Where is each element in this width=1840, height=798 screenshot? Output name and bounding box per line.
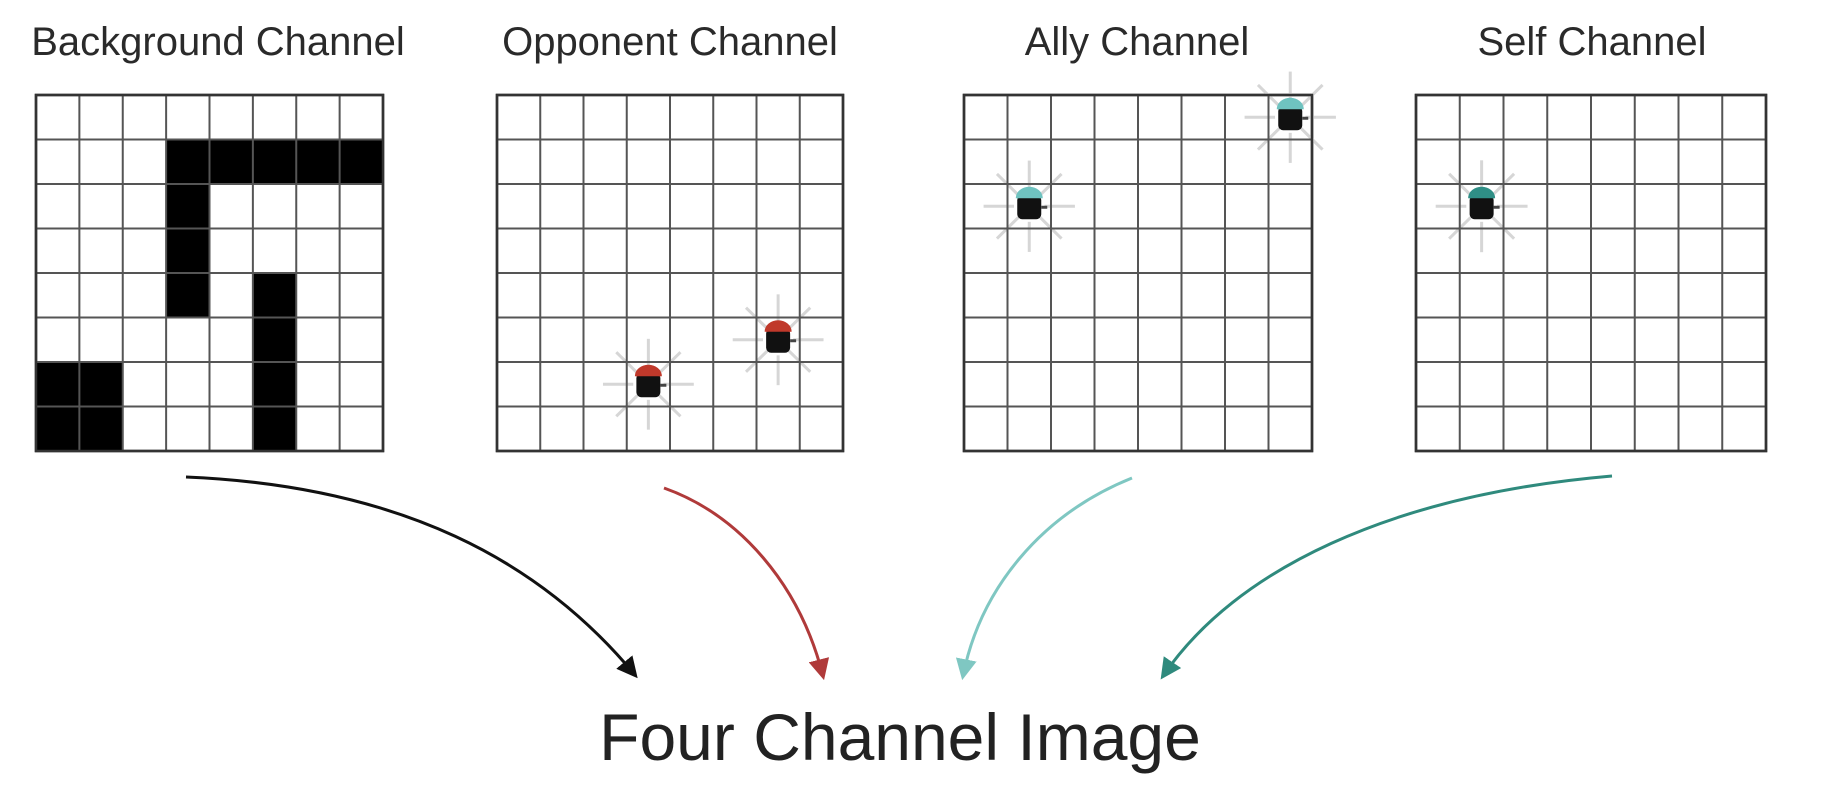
agent-body [1017,195,1042,220]
agent-icon [764,320,797,353]
agent-body [636,373,661,398]
agent-team-marker [1276,97,1304,110]
wall-block [166,184,210,318]
agent-icon [1468,186,1500,220]
self-grid-border [1414,93,1768,453]
agent-icon [634,364,667,398]
title-ally-channel: Ally Channel [1025,20,1250,64]
background-channel-grid [34,93,385,453]
agent-team-marker [1468,186,1496,199]
arrow-opponent-to-output [663,486,830,681]
ally-grid-border [962,93,1314,453]
opponent-channel-grid [495,93,845,453]
arrow-self-to-output [1160,474,1613,680]
agent-team-marker [764,320,792,332]
title-background-channel: Background Channel [31,20,405,64]
arrow-ally-to-output [955,476,1133,681]
title-opponent-channel: Opponent Channel [502,20,838,64]
agent-body [766,328,791,353]
agent-body [1278,106,1303,131]
agent-team-marker [634,364,662,377]
agent-icon [1015,186,1048,220]
ally-channel-grid [962,71,1336,453]
output-label: Four Channel Image [599,700,1201,774]
background-grid-border [34,93,385,453]
opponent-grid-border [495,93,845,453]
agent-team-marker [1015,186,1043,199]
arrow-background-to-output [185,475,638,679]
self-channel-grid [1414,93,1768,453]
title-self-channel: Self Channel [1477,20,1706,64]
agent-body [1469,195,1494,220]
wall-block [166,139,383,184]
agent-icon [1276,97,1309,131]
